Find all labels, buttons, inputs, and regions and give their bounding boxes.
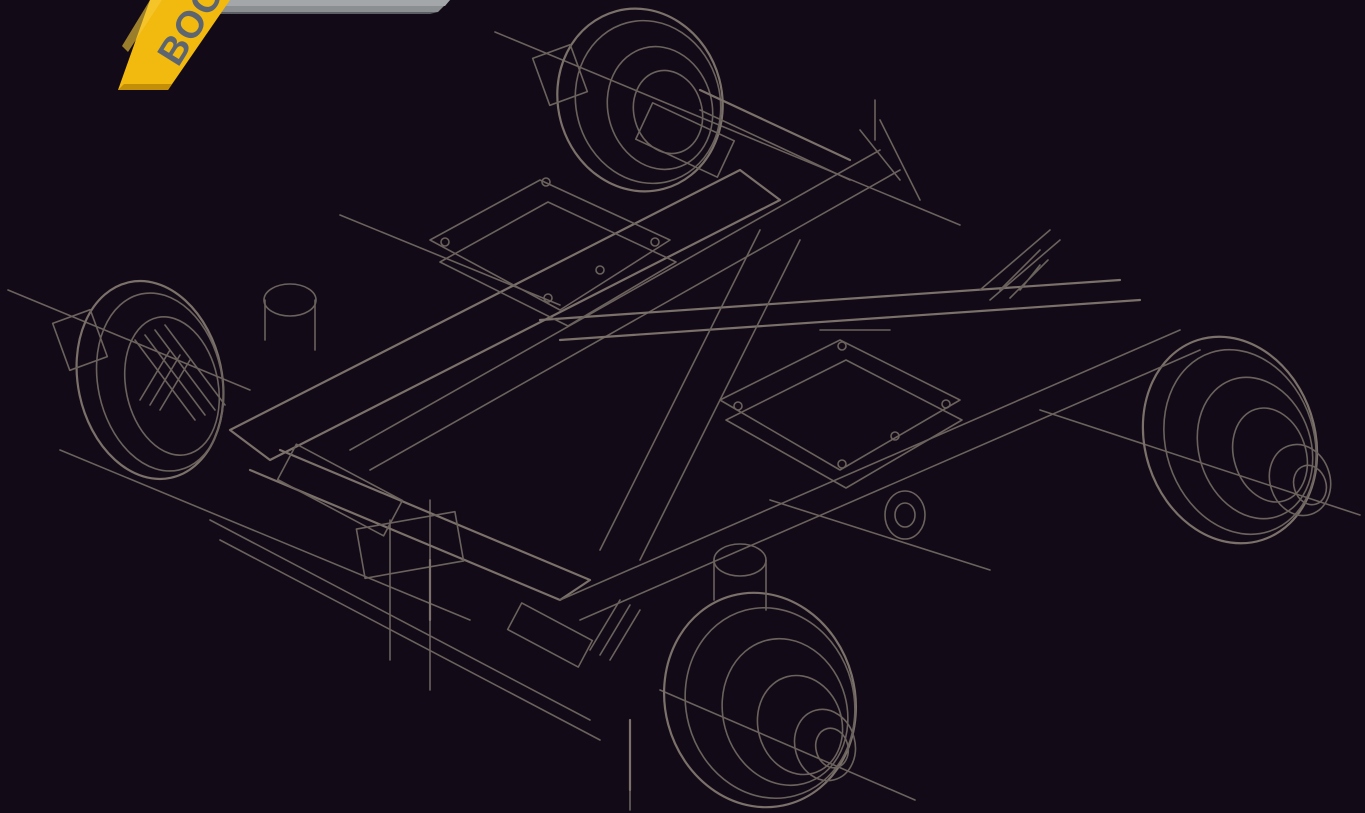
frame-rails: [209, 149, 1201, 741]
construction-lines: [7, 31, 1361, 811]
wheel-front-right: [662, 543, 858, 809]
suspension-springs: [139, 119, 1061, 661]
wheel-rear-left: [531, 7, 852, 193]
wheel-rear-right: [1141, 335, 1332, 545]
wheel-front-left: [51, 279, 317, 481]
mounting-plates: [429, 177, 963, 489]
corner-ribbon-badge[interactable]: BOO: [0, 0, 460, 100]
steering-linkage: [276, 443, 632, 792]
